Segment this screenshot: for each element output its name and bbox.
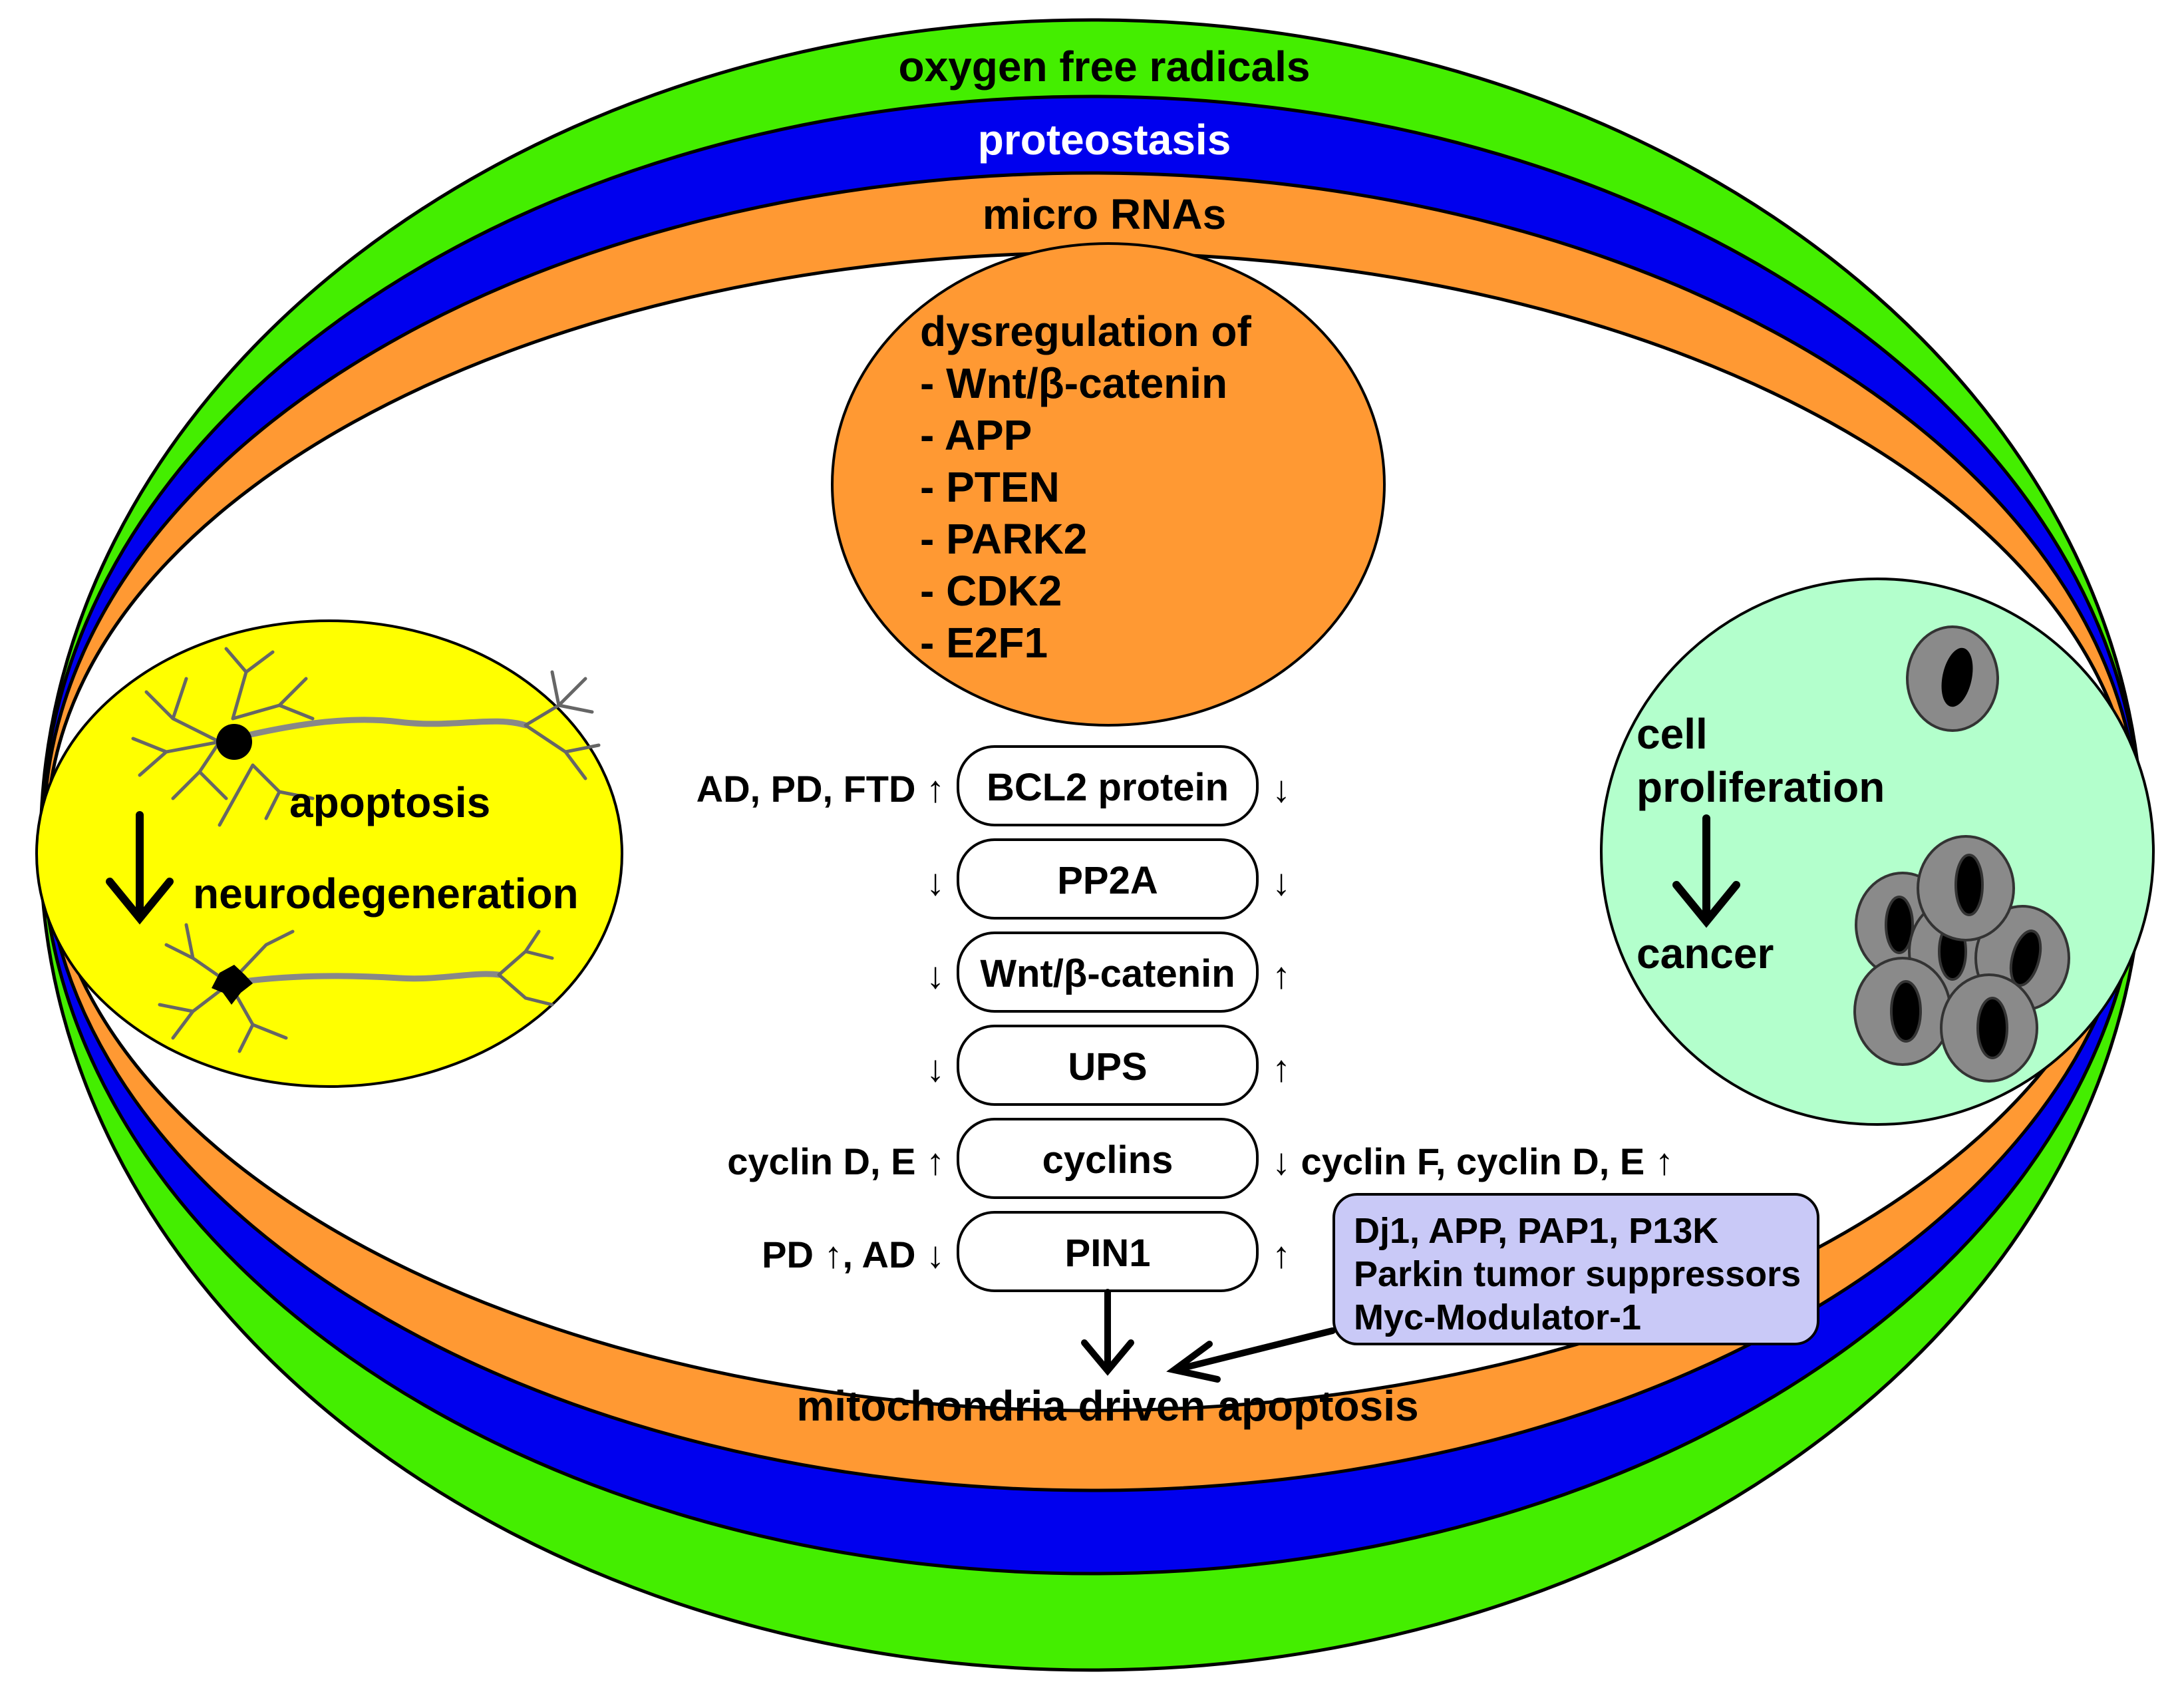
dysregulation-item: - APP: [920, 411, 1032, 459]
degenerating-nucleus-icon: [212, 965, 253, 1005]
outcome-label: mitochondria driven apoptosis: [796, 1382, 1418, 1430]
proliferation-label: proliferation: [1637, 763, 1885, 811]
cancer-annotation: ↑: [1272, 954, 1291, 996]
pathway-label: PP2A: [1057, 859, 1158, 902]
cancer-annotation: ↑: [1272, 1234, 1291, 1275]
cancer-annotation: ↓: [1272, 861, 1291, 903]
dysregulation-circle: [831, 242, 1386, 727]
suppressor-line: Dj1, APP, PAP1, P13K: [1354, 1211, 1718, 1251]
dysregulation-item: - CDK2: [920, 567, 1062, 615]
suppressor-line: Parkin tumor suppressors: [1354, 1254, 1801, 1294]
dysregulation-title: dysregulation of: [920, 307, 1252, 355]
cell-label: cell: [1637, 710, 1708, 758]
pathway-label: UPS: [1068, 1045, 1147, 1089]
pathway-box-wnt: [957, 932, 1259, 1013]
neuro-annotation: cyclin D, E ↑: [727, 1140, 945, 1182]
neuro-annotation: ↓: [926, 1047, 945, 1089]
ring-label-middle: proteostasis: [978, 116, 1231, 164]
pathway-box-pp2a: [957, 838, 1259, 920]
dysregulation-item: - Wnt/β-catenin: [920, 359, 1227, 407]
ring-label-outer: oxygen free radicals: [899, 43, 1311, 90]
tumor-cells-icon: [1853, 835, 2070, 1083]
neuro-annotation: ↓: [926, 861, 945, 903]
pathway-label: BCL2 protein: [987, 766, 1229, 809]
cancer-annotation: ↑: [1272, 1047, 1291, 1089]
pathway-box-bcl2: [957, 745, 1259, 826]
suppressor-line: Myc-Modulator-1: [1354, 1297, 1641, 1337]
tumor-suppressors-box: [1332, 1193, 1819, 1345]
pathway-box-ups: [957, 1025, 1259, 1106]
neurodegeneration-circle: [35, 619, 623, 1088]
apoptosis-label: apoptosis: [289, 778, 490, 826]
cancer-annotation: ↓: [1272, 768, 1291, 810]
neuro-annotation: AD, PD, FTD ↑: [697, 768, 945, 810]
neuro-annotation: ↓: [926, 954, 945, 996]
suppressors-to-apoptosis-arrow: [1166, 1327, 1336, 1383]
cancer-label: cancer: [1637, 930, 1774, 977]
neuro-annotation: PD ↑, AD ↓: [762, 1234, 945, 1275]
healthy-nucleus-icon: [216, 724, 252, 760]
down-arrow-icon: [106, 811, 174, 925]
pathway-label: PIN1: [1065, 1232, 1151, 1275]
pathway-label: Wnt/β-catenin: [980, 952, 1235, 995]
single-cell-icon: [1906, 625, 1999, 732]
down-arrow-icon: [1672, 814, 1740, 928]
ring-label-inner: micro RNAs: [983, 190, 1226, 238]
dysregulation-item: - E2F1: [920, 619, 1048, 667]
pathway-label: cyclins: [1042, 1138, 1173, 1182]
pin1-to-apoptosis-arrow: [1081, 1289, 1134, 1376]
dysregulation-item: - PTEN: [920, 463, 1060, 511]
cancer-annotation: ↓ cyclin F, cyclin D, E ↑: [1272, 1140, 1674, 1182]
pathway-box-cyclins: [957, 1118, 1259, 1199]
dysregulation-item: - PARK2: [920, 515, 1087, 563]
neurodegeneration-label: neurodegeneration: [193, 870, 579, 918]
degenerating-neuron-icon: [158, 923, 554, 1053]
